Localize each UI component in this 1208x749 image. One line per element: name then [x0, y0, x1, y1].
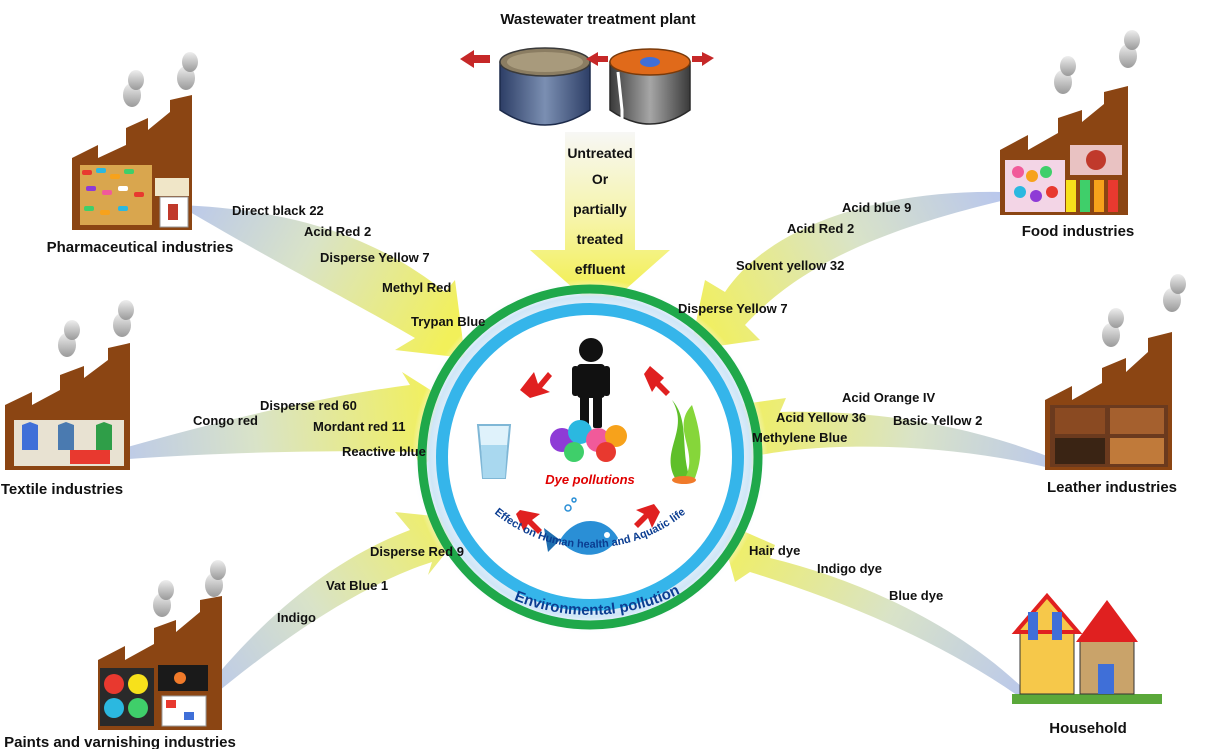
textile-arrow — [110, 372, 470, 470]
dye-pollutions-label: Dye pollutions — [545, 472, 635, 487]
dye-label: Disperse Yellow 7 — [320, 250, 430, 265]
smoke-icon — [1054, 30, 1140, 94]
dye-label: Trypan Blue — [411, 314, 485, 329]
dye-label: Solvent yellow 32 — [736, 258, 844, 273]
pills-icon — [82, 168, 144, 215]
food-arrow — [690, 191, 1005, 350]
arrow-water-to-person-icon — [520, 372, 552, 398]
inflow-arrow-icon — [692, 52, 714, 66]
food-factory: Food industries — [1000, 30, 1140, 240]
dye-label: Blue dye — [889, 588, 943, 603]
food-title: Food industries — [1022, 223, 1135, 240]
pharmaceutical-dyes: Direct black 22 Acid Red 2 Disperse Yell… — [232, 203, 485, 329]
wastewater-plant: Wastewater treatment plant — [460, 11, 714, 150]
dye-label: Acid Orange IV — [842, 390, 936, 405]
food-icon — [1005, 145, 1122, 212]
effluent-line: partially — [573, 201, 627, 217]
dye-label: Acid blue 9 — [842, 200, 911, 215]
pharmaceutical-factory: Pharmaceutical industries — [47, 52, 234, 256]
dye-label: Reactive blue — [342, 444, 426, 459]
paints-arrow — [200, 512, 472, 700]
pharma-arrow — [180, 205, 465, 358]
water-glass-icon — [476, 424, 512, 479]
dye-label: Acid Yellow 36 — [776, 410, 866, 425]
effluent-arrow — [530, 132, 670, 312]
dye-label: Indigo dye — [817, 561, 882, 576]
dye-label: Congo red — [193, 413, 258, 428]
dye-splash-icon — [550, 420, 627, 462]
paints-dyes: Disperse Red 9 Vat Blue 1 Indigo — [277, 544, 464, 625]
leather-dyes: Acid Orange IV Acid Yellow 36 Basic Yell… — [752, 390, 982, 445]
person-icon — [572, 338, 610, 428]
dye-label: Basic Yellow 2 — [893, 413, 982, 428]
dye-label: Disperse Red 9 — [370, 544, 464, 559]
central-circle: Dye pollutions Effect on Human health an… — [412, 279, 768, 635]
dye-label: Hair dye — [749, 543, 800, 558]
leather-arrow — [715, 398, 1062, 470]
dye-label: Disperse red 60 — [260, 398, 357, 413]
smoke-icon — [153, 560, 226, 617]
dye-label: Direct black 22 — [232, 203, 324, 218]
effluent-line: treated — [577, 231, 624, 247]
dye-label: Acid Red 2 — [304, 224, 371, 239]
paints-factory: Paints and varnishing industries — [4, 560, 236, 749]
wastewater-title: Wastewater treatment plant — [500, 11, 695, 28]
transfer-arrow-icon — [586, 52, 608, 66]
effluent-text: Untreated Or partially treated effluent — [567, 145, 632, 277]
paints-title: Paints and varnishing industries — [4, 734, 236, 749]
leather-factory: Leather industries — [1045, 274, 1186, 496]
paint-cans-icon — [100, 665, 208, 727]
outflow-arrow-icon — [460, 50, 490, 68]
food-dyes: Acid blue 9 Acid Red 2 Solvent yellow 32… — [678, 200, 911, 316]
seaweed-icon — [670, 400, 701, 484]
effluent-line: Or — [592, 171, 609, 187]
textile-title: Textile industries — [1, 481, 123, 498]
house-icon — [1011, 592, 1162, 704]
environmental-ring — [417, 284, 763, 630]
dye-flow-arrows — [110, 132, 1062, 700]
arrow-seaweed-to-fish-icon — [634, 504, 660, 528]
arrow-fish-to-water-icon — [516, 510, 542, 534]
household-dyes: Hair dye Indigo dye Blue dye — [749, 543, 943, 603]
smoke-icon — [58, 300, 134, 357]
dye-label: Methyl Red — [382, 280, 451, 295]
cycle-arrows — [516, 366, 670, 534]
arrow-person-to-seaweed-icon — [644, 366, 670, 396]
household-house: Household — [1011, 592, 1162, 737]
effluent-line: effluent — [575, 261, 626, 277]
dye-label: Disperse Yellow 7 — [678, 301, 788, 316]
clothing-icon — [14, 420, 124, 466]
effect-ring — [436, 303, 744, 611]
household-arrow — [718, 520, 1030, 700]
smoke-icon — [1102, 274, 1186, 347]
dye-label: Indigo — [277, 610, 316, 625]
settling-tank-left — [499, 47, 591, 126]
leather-goods-icon — [1050, 405, 1168, 467]
household-title: Household — [1049, 720, 1127, 737]
textile-dyes: Congo red Disperse red 60 Mordant red 11… — [193, 398, 426, 459]
textile-factory: Textile industries — [1, 300, 134, 498]
dye-label: Vat Blue 1 — [326, 578, 388, 593]
pharmaceutical-title: Pharmaceutical industries — [47, 239, 234, 256]
dye-label: Acid Red 2 — [787, 221, 854, 236]
fish-icon — [544, 497, 618, 555]
dye-label: Methylene Blue — [752, 430, 847, 445]
dye-label: Mordant red 11 — [313, 419, 405, 434]
effluent-line: Untreated — [567, 145, 632, 161]
leather-title: Leather industries — [1047, 479, 1177, 496]
smoke-icon — [123, 52, 198, 107]
